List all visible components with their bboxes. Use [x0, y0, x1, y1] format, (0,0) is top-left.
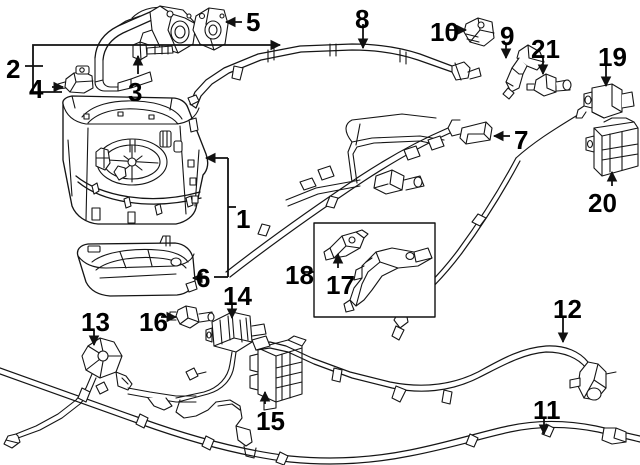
part-6-skid-shield — [76, 235, 198, 297]
callout-number-13: 13 — [81, 307, 110, 337]
callout-number-2: 2 — [6, 54, 21, 84]
callout-number-4: 4 — [29, 74, 44, 104]
callout-number-17: 17 — [326, 270, 355, 300]
leader-2-bottom — [32, 66, 62, 93]
callout-number-6: 6 — [196, 263, 211, 293]
part-12-vapor-hose — [251, 335, 617, 405]
callout-number-20: 20 — [588, 188, 617, 218]
callout-number-3: 3 — [128, 77, 143, 107]
part-10-cap — [463, 17, 495, 47]
center-harness — [225, 113, 451, 278]
part-21-grommet — [526, 73, 572, 97]
part-14-purge-valve — [175, 311, 267, 459]
part-4-grommet — [57, 65, 94, 94]
part-17-inset-components — [323, 229, 433, 313]
callout-number-18: 18 — [285, 260, 314, 290]
callout-number-10: 10 — [430, 17, 459, 47]
part-3-bolt — [132, 41, 174, 61]
callout-number-1: 1 — [236, 204, 251, 234]
part-7-connector — [447, 119, 493, 145]
callout-number-16: 16 — [139, 307, 168, 337]
part-11-rear-line — [0, 367, 640, 465]
leader-lines — [25, 16, 618, 436]
callout-number-5: 5 — [246, 7, 261, 37]
part-13-pump-module — [3, 337, 197, 449]
leader-2-top — [32, 39, 282, 66]
callout-number-15: 15 — [256, 406, 285, 436]
callout-number-9: 9 — [500, 21, 515, 51]
callout-number-21: 21 — [531, 34, 560, 64]
part-1-fuel-tank — [62, 95, 209, 225]
part-15-vapor-canister — [249, 335, 307, 411]
callout-number-8: 8 — [355, 4, 370, 34]
callout-number-7: 7 — [514, 125, 529, 155]
part-20-bracket — [585, 117, 639, 177]
part-19-vent-solenoid — [515, 83, 635, 159]
part-16-pressure-sensor — [169, 305, 215, 329]
callout-number-14: 14 — [223, 281, 252, 311]
part-filler-neck-assembly — [94, 5, 197, 92]
callout-number-11: 11 — [533, 395, 561, 425]
part-8-fuel-line — [187, 43, 482, 109]
callout-number-19: 19 — [598, 42, 627, 72]
callout-number-12: 12 — [553, 294, 582, 324]
part-5-bracket — [192, 7, 229, 51]
part-9-vent-valve — [502, 44, 545, 100]
